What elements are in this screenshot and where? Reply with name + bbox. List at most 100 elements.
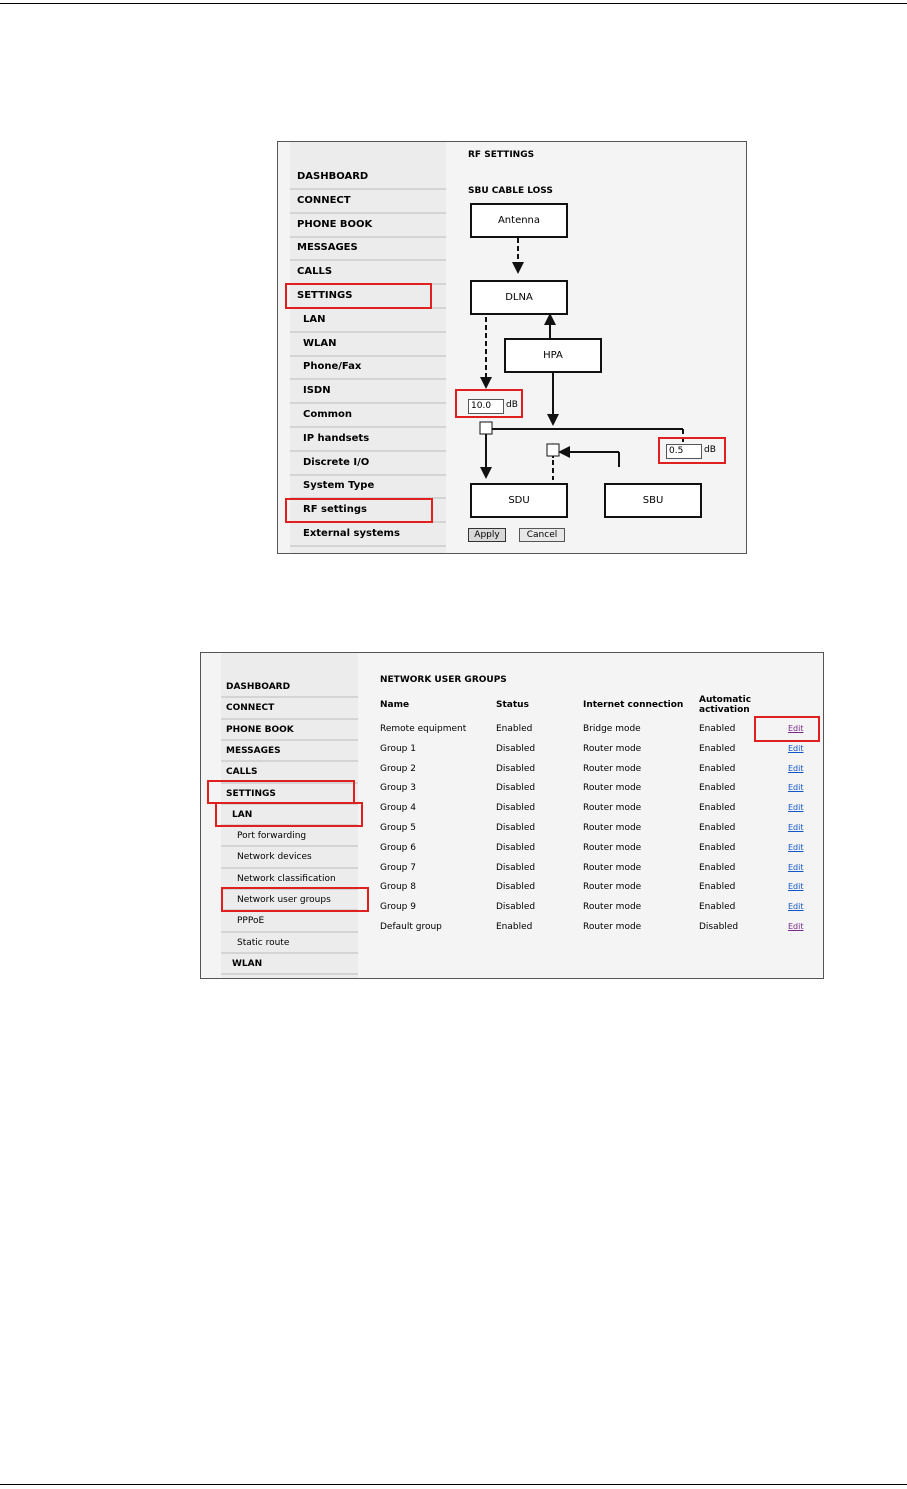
sidebar-item-phone-fax[interactable]: Phone/Fax	[290, 356, 446, 381]
cell-activation: Disabled	[699, 922, 739, 932]
hpa-box: HPA	[504, 338, 602, 373]
cell-connection: Router mode	[583, 862, 642, 873]
cell-status: Disabled	[496, 763, 536, 774]
cable-loss-right-unit: dB	[704, 445, 716, 455]
highlight-network-user-groups	[221, 887, 369, 912]
cell-connection: Bridge mode	[583, 724, 641, 734]
sidebar-item-messages[interactable]: MESSAGES	[221, 741, 358, 763]
edit-link[interactable]: Edit	[788, 842, 804, 852]
cable-loss-left-unit: dB	[506, 400, 518, 410]
sidebar-item-isdn[interactable]: ISDN	[290, 380, 446, 405]
cell-connection: Router mode	[583, 783, 642, 794]
cell-status: Disabled	[496, 902, 536, 913]
nug-page-title: NETWORK USER GROUPS	[380, 675, 507, 685]
sidebar-item-phone-book[interactable]: PHONE BOOK	[221, 720, 358, 741]
sidebar-item-dashboard[interactable]: DASHBOARD	[290, 166, 446, 190]
cell-activation: Enabled	[699, 724, 736, 734]
cell-name: Group 4	[380, 803, 416, 814]
sidebar-item-static-route[interactable]: Static route	[221, 933, 358, 954]
cell-activation: Enabled	[699, 743, 736, 754]
cell-name: Group 1	[380, 743, 416, 754]
sidebar-item-calls[interactable]: CALLS	[221, 762, 358, 784]
apply-button[interactable]: Apply	[468, 528, 506, 542]
cell-name: Group 6	[380, 842, 416, 853]
cell-connection: Router mode	[583, 763, 642, 774]
cell-connection: Router mode	[583, 882, 642, 893]
edit-link[interactable]: Edit	[788, 862, 804, 872]
cell-connection: Router mode	[583, 743, 642, 754]
sidebar-item-wlan[interactable]: WLAN	[290, 333, 446, 357]
edit-link[interactable]: Edit	[788, 823, 804, 832]
edit-link[interactable]: Edit	[788, 803, 804, 813]
sidebar-item-connect[interactable]: CONNECT	[290, 190, 446, 214]
edit-link[interactable]: Edit	[788, 743, 804, 753]
sidebar-item-network-classification[interactable]: Network classification	[221, 869, 358, 891]
cancel-button[interactable]: Cancel	[519, 528, 565, 542]
cell-status: Disabled	[496, 823, 536, 833]
cell-name: Group 5	[380, 823, 416, 833]
sidebar-item-external-systems[interactable]: External systems	[290, 523, 446, 547]
cell-activation: Enabled	[699, 803, 736, 814]
sidebar-item-lan[interactable]: LAN	[290, 309, 446, 333]
edit-link[interactable]: Edit	[788, 922, 804, 931]
cell-name: Group 8	[380, 882, 416, 893]
edit-link[interactable]: Edit	[788, 902, 804, 912]
cell-activation: Enabled	[699, 783, 736, 794]
edit-link[interactable]: Edit	[788, 783, 804, 793]
cell-status: Enabled	[496, 724, 533, 734]
edit-link[interactable]: Edit	[788, 882, 804, 892]
cell-activation: Enabled	[699, 902, 736, 913]
highlight-rf-settings	[285, 498, 433, 523]
rf-page-title: RF SETTINGS	[468, 150, 535, 160]
sidebar-item-wlan[interactable]: WLAN	[221, 954, 358, 976]
cable-loss-right-input[interactable]: 0.5	[666, 444, 702, 459]
cell-activation: Enabled	[699, 823, 736, 833]
cell-connection: Router mode	[583, 922, 642, 932]
edit-link[interactable]: Edit	[788, 724, 804, 733]
dlna-box: DLNA	[470, 280, 568, 315]
cell-name: Group 2	[380, 763, 416, 774]
highlight-lan	[215, 802, 363, 827]
sidebar-item-discrete-i-o[interactable]: Discrete I/O	[290, 452, 446, 476]
cell-name: Remote equipment	[380, 724, 467, 734]
bottom-rule	[0, 1484, 907, 1485]
cell-activation: Enabled	[699, 763, 736, 774]
sdu-box: SDU	[470, 483, 568, 518]
rf-section-title: SBU CABLE LOSS	[468, 186, 553, 196]
col-header-name: Name	[380, 700, 410, 710]
sidebar-item-pppoe[interactable]: PPPoE	[221, 911, 358, 933]
cell-status: Disabled	[496, 743, 536, 754]
cell-name: Default group	[380, 922, 442, 932]
cable-loss-left-input[interactable]: 10.0	[468, 399, 504, 414]
col-header-connection: Internet connection	[583, 700, 684, 710]
cell-connection: Router mode	[583, 823, 642, 833]
sidebar-item-ip-handsets[interactable]: IP handsets	[290, 428, 446, 452]
cell-name: Group 9	[380, 902, 416, 913]
cell-status: Disabled	[496, 862, 536, 873]
sidebar-item-dashboard[interactable]: DASHBOARD	[221, 677, 358, 699]
highlight-settings-2	[207, 780, 355, 804]
cell-status: Enabled	[496, 922, 533, 932]
antenna-box: Antenna	[470, 203, 568, 238]
sidebar-item-phone-book[interactable]: PHONE BOOK	[290, 214, 446, 238]
highlight-right-db	[658, 437, 726, 464]
cell-activation: Enabled	[699, 862, 736, 873]
highlight-left-db	[455, 389, 523, 418]
col-header-status: Status	[496, 700, 529, 710]
highlight-settings	[285, 283, 432, 309]
sidebar-item-port-forwarding[interactable]: Port forwarding	[221, 826, 358, 848]
cell-status: Disabled	[496, 842, 536, 853]
cell-name: Group 7	[380, 862, 416, 873]
sidebar-item-connect[interactable]: CONNECT	[221, 698, 358, 720]
cell-status: Disabled	[496, 803, 536, 814]
edit-link[interactable]: Edit	[788, 763, 804, 773]
highlight-edit-link	[754, 716, 820, 742]
col-header-activation: Automatic activation	[699, 695, 752, 715]
sidebar-item-common[interactable]: Common	[290, 404, 446, 428]
cell-activation: Enabled	[699, 842, 736, 853]
sidebar-item-network-devices[interactable]: Network devices	[221, 847, 358, 869]
sidebar-item-messages[interactable]: MESSAGES	[290, 237, 446, 262]
